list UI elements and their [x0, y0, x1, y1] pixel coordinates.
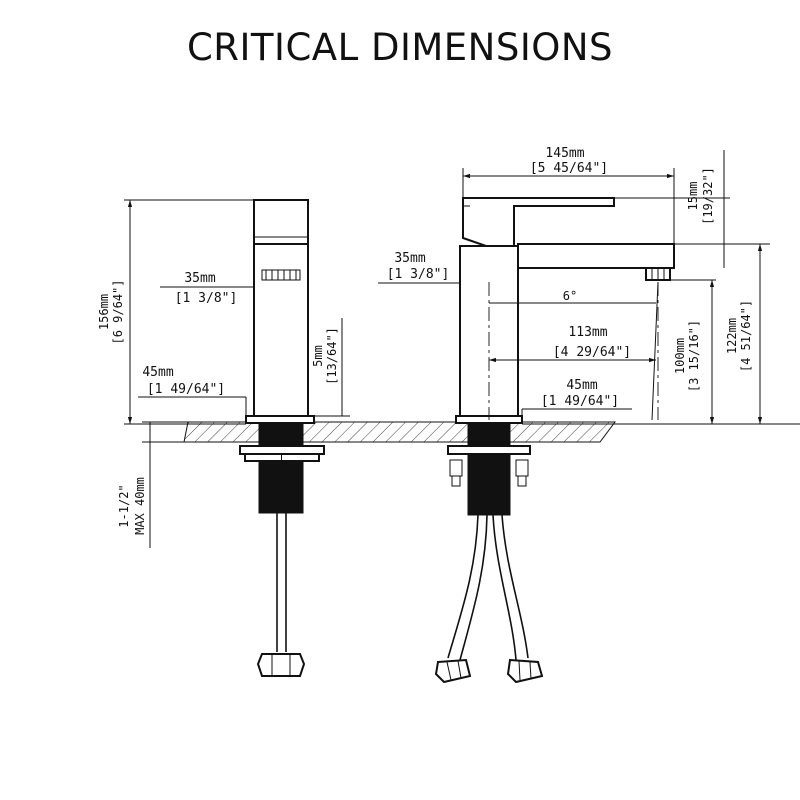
deck-thickness-imperial: 1-1/2": [117, 484, 131, 527]
side-handle-height-in: [19/32"]: [701, 167, 715, 225]
front-base-height-in: [13/64"]: [325, 327, 339, 385]
side-spout: [517, 243, 675, 269]
side-handle-height-mm: 15mm: [686, 182, 700, 211]
side-spray-angle: 6°: [563, 289, 577, 303]
side-body: [459, 245, 519, 417]
front-spout-width-in: [1 3/8"]: [175, 291, 238, 306]
side-body-width-in: [1 3/8"]: [387, 267, 450, 282]
side-spout-height-mm: 100mm: [673, 338, 687, 374]
front-spout-width-mm: 35mm: [184, 271, 215, 286]
deck-thickness-metric: MAX 40mm: [133, 477, 147, 535]
side-lever-handle: [462, 197, 615, 247]
front-height-mm: 156mm: [97, 294, 111, 330]
side-spout-height-in: [3 15/16"]: [687, 320, 701, 392]
side-overall-height-in: [4 51/64"]: [739, 300, 753, 372]
side-overall-height-mm: 122mm: [725, 318, 739, 354]
front-base-width-in: [1 49/64"]: [147, 382, 225, 397]
page-title: CRITICAL DIMENSIONS: [186, 26, 614, 69]
side-handle-length-mm: 145mm: [545, 146, 584, 161]
countertop: [183, 421, 616, 443]
side-handle-length-in: [5 45/64"]: [530, 161, 608, 176]
front-base-height-mm: 5mm: [311, 345, 325, 367]
side-base-width-in: [1 49/64"]: [541, 394, 619, 409]
side-spout-reach-mm: 113mm: [568, 325, 607, 340]
front-height-in: [6 9/64"]: [111, 279, 125, 344]
front-view: 156mm [6 9/64"] 35mm [1 3/8"] 45mm [1 49…: [97, 199, 350, 677]
front-base-width-mm: 45mm: [142, 365, 173, 380]
side-base-width-mm: 45mm: [566, 378, 597, 393]
side-body-width-mm: 35mm: [394, 251, 425, 266]
front-base-plate: [245, 415, 315, 424]
side-view: 145mm [5 45/64"] 15mm [19/32"] 35mm [1 3…: [378, 146, 800, 684]
side-spout-reach-in: [4 29/64"]: [553, 345, 631, 360]
